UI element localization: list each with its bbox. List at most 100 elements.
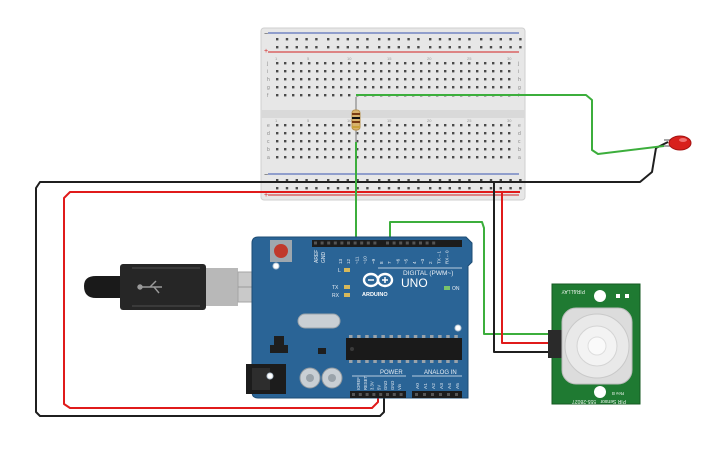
wire-black-pir[interactable] xyxy=(493,182,552,353)
voltage-regulator xyxy=(274,336,284,350)
row-letter: a xyxy=(267,155,270,161)
terminal-hole xyxy=(308,94,311,97)
mounting-hole xyxy=(454,324,462,332)
terminal-hole xyxy=(332,86,335,89)
wire-green-led[interactable] xyxy=(356,94,665,155)
analog-label: ANALOG IN xyxy=(424,370,457,376)
terminal-hole xyxy=(436,148,439,151)
digital-pin-label: 13 xyxy=(338,258,343,264)
terminal-hole xyxy=(340,140,343,143)
terminal-hole xyxy=(340,62,343,65)
terminal-hole xyxy=(332,132,335,135)
digital-pin-label: 2 xyxy=(428,261,433,264)
wire-black-gnd[interactable] xyxy=(35,181,520,417)
terminal-hole xyxy=(484,86,487,89)
terminal-hole xyxy=(484,62,487,65)
terminal-hole xyxy=(380,70,383,73)
terminal-hole xyxy=(492,156,495,159)
terminal-hole xyxy=(348,132,351,135)
rail-hole xyxy=(305,179,308,182)
rail-hole xyxy=(407,38,410,41)
terminal-hole xyxy=(484,78,487,81)
terminal-hole xyxy=(364,132,367,135)
terminal-hole xyxy=(348,70,351,73)
terminal-hole xyxy=(492,124,495,127)
rail-hole xyxy=(397,38,400,41)
wire-red-5v[interactable] xyxy=(63,191,520,409)
power-label: POWER xyxy=(380,370,403,376)
terminal-hole xyxy=(452,140,455,143)
rail-hole xyxy=(407,179,410,182)
pir-connector xyxy=(548,330,562,358)
terminal-hole xyxy=(292,124,295,127)
pir-rev-label: Rev B xyxy=(612,391,624,396)
rail-hole xyxy=(499,38,502,41)
terminal-hole xyxy=(372,70,375,73)
terminal-hole xyxy=(476,140,479,143)
terminal-hole xyxy=(476,78,479,81)
header-pin-hole xyxy=(392,241,396,245)
terminal-hole xyxy=(452,86,455,89)
row-letter: j xyxy=(266,61,268,67)
wire-red-pir[interactable] xyxy=(501,192,552,344)
terminal-hole xyxy=(492,140,495,143)
resistor[interactable] xyxy=(351,97,361,142)
terminal-hole xyxy=(300,124,303,127)
rail-hole xyxy=(378,179,381,182)
header-pin-hole xyxy=(314,241,317,245)
power-header xyxy=(350,391,406,398)
reset-button[interactable] xyxy=(274,244,288,258)
chip-pin xyxy=(373,335,377,338)
terminal-hole xyxy=(372,78,375,81)
resistor-band xyxy=(352,121,360,123)
terminal-hole xyxy=(492,62,495,65)
terminal-hole xyxy=(292,156,295,159)
wire-green-pir-out[interactable] xyxy=(389,221,552,335)
terminal-hole xyxy=(332,156,335,159)
terminal-hole xyxy=(372,132,375,135)
gnd-label: GND xyxy=(321,252,327,264)
digital-pin-label: 12 xyxy=(346,258,351,264)
terminal-hole xyxy=(324,156,327,159)
terminal-hole xyxy=(292,70,295,73)
rail-hole xyxy=(499,46,502,49)
terminal-hole xyxy=(460,140,463,143)
chip-pin xyxy=(405,360,410,363)
row-letter: d xyxy=(518,131,521,137)
terminal-hole xyxy=(292,62,295,65)
rail-hole xyxy=(448,179,451,182)
mounting-hole xyxy=(266,372,274,380)
column-number: 15 xyxy=(387,118,392,123)
terminal-hole xyxy=(404,124,407,127)
rail-hole xyxy=(429,179,432,182)
terminal-hole xyxy=(316,62,319,65)
chip-pin xyxy=(454,360,458,363)
model-label: UNO xyxy=(401,276,428,290)
terminal-hole xyxy=(412,124,415,127)
terminal-hole xyxy=(324,124,327,127)
terminal-hole xyxy=(508,62,511,65)
terminal-hole xyxy=(484,140,487,143)
rail-hole xyxy=(480,38,483,41)
terminal-hole xyxy=(436,70,439,73)
terminal-hole xyxy=(332,124,335,127)
column-number: 30 xyxy=(507,118,512,123)
pir-sensor[interactable]: PIR&LLAY PIR Sensor 555-28027 Rev B xyxy=(548,283,641,405)
chip-pin xyxy=(438,360,442,363)
terminal-hole xyxy=(380,124,383,127)
terminal-hole xyxy=(364,140,367,143)
row-letter: b xyxy=(267,147,270,153)
column-number: 10 xyxy=(347,56,352,61)
terminal-hole xyxy=(444,148,447,151)
terminal-hole xyxy=(444,86,447,89)
terminal-hole xyxy=(316,140,319,143)
terminal-hole xyxy=(500,156,503,159)
rail-hole xyxy=(468,46,471,49)
rail-hole xyxy=(315,179,318,182)
atmega-chip-pins xyxy=(349,335,458,363)
terminal-hole xyxy=(484,148,487,151)
led[interactable] xyxy=(664,135,692,151)
